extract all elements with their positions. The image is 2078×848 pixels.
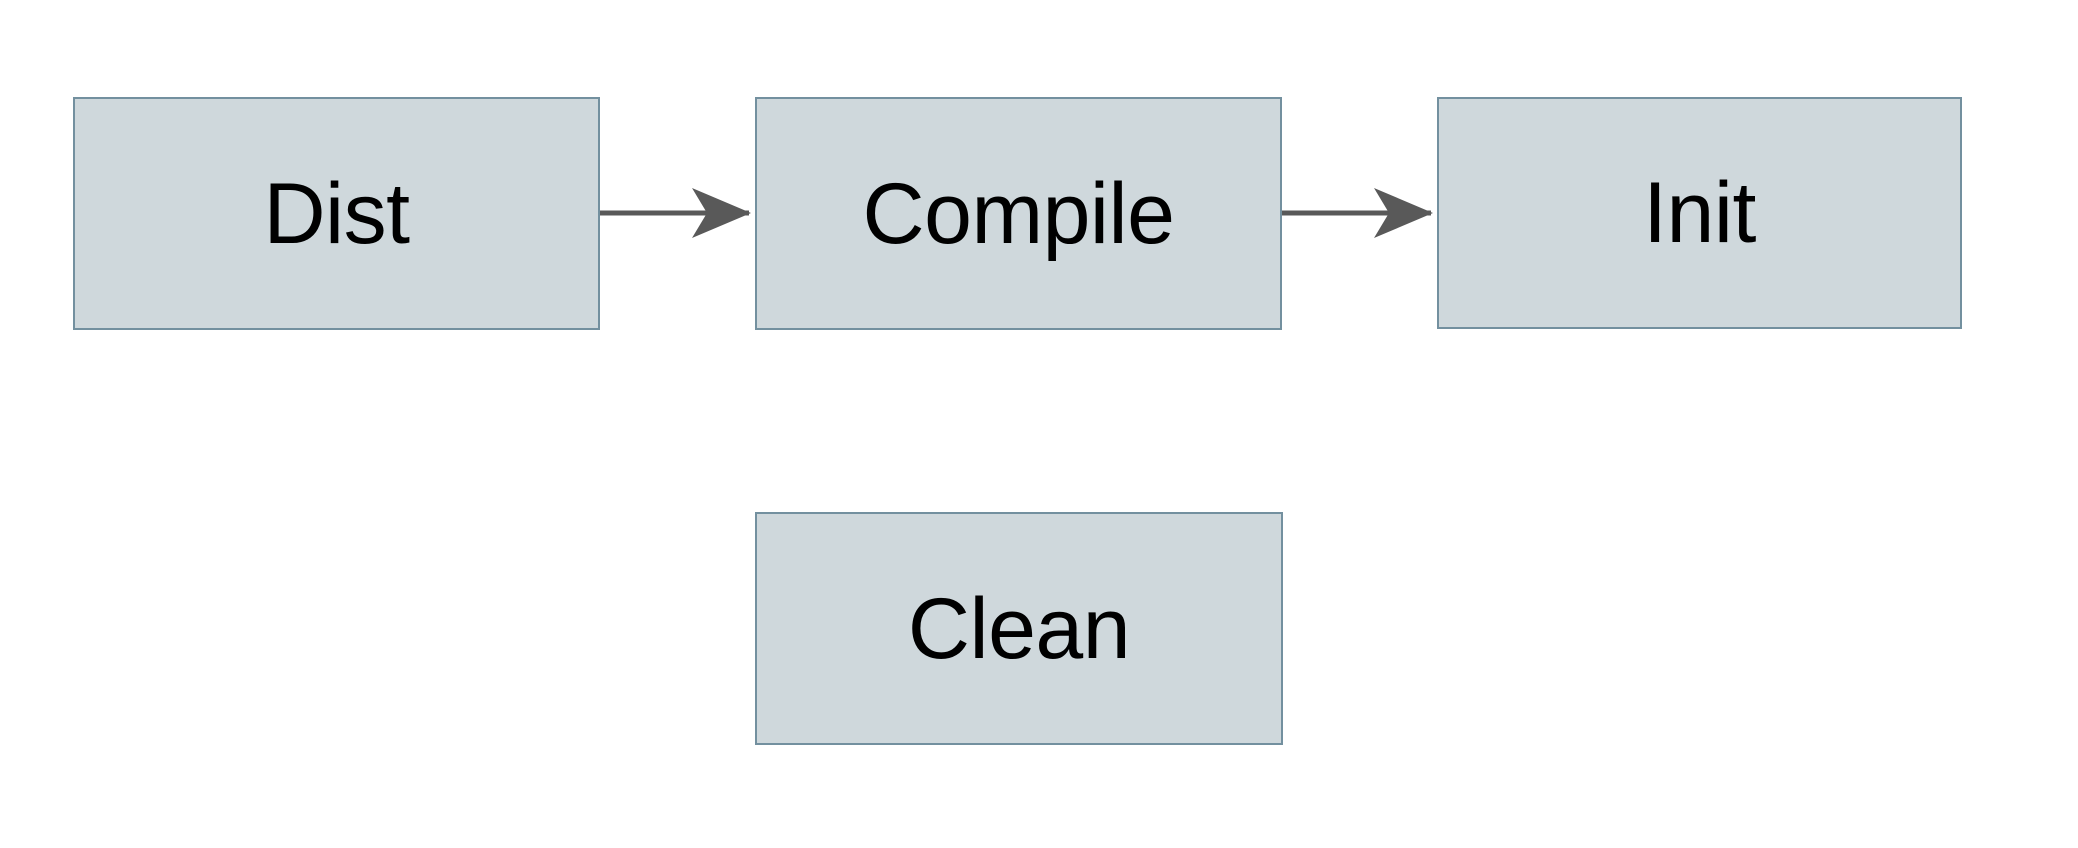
node-clean-label: Clean	[907, 580, 1131, 677]
edge-dist-to-compile-hitbox[interactable]	[600, 193, 755, 233]
node-clean[interactable]: Clean	[755, 512, 1283, 745]
node-dist-label: Dist	[263, 165, 410, 262]
edge-compile-to-init-hitbox[interactable]	[1282, 193, 1437, 233]
node-init[interactable]: Init	[1437, 97, 1962, 329]
node-compile[interactable]: Compile	[755, 97, 1282, 330]
node-compile-label: Compile	[862, 165, 1175, 262]
node-dist[interactable]: Dist	[73, 97, 600, 330]
node-init-label: Init	[1643, 165, 1756, 261]
